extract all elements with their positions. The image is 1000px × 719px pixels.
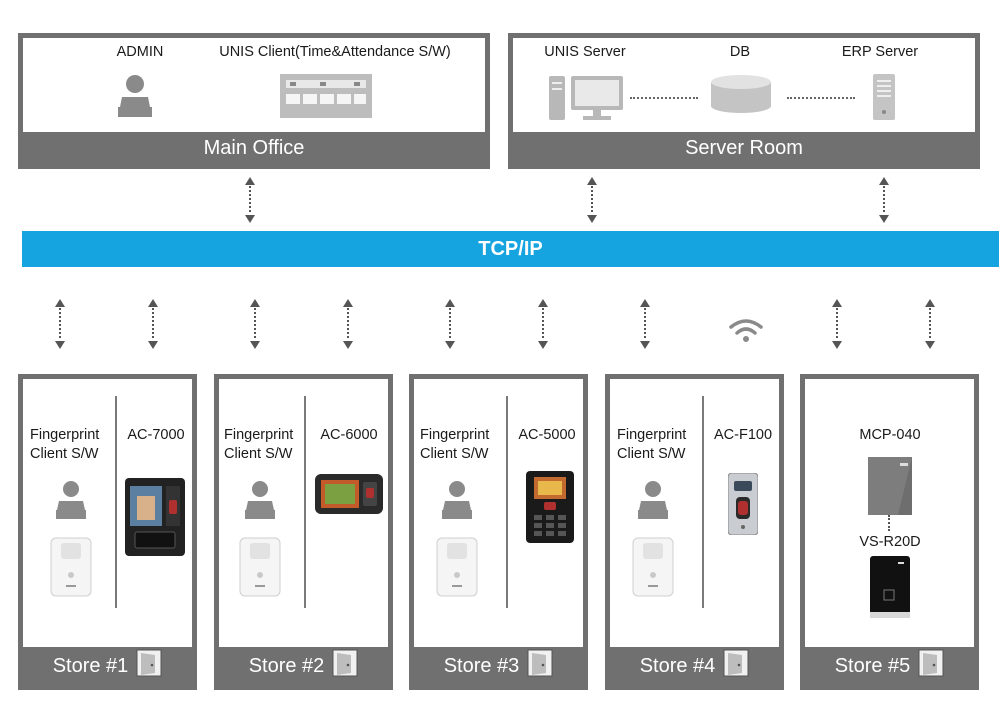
bidirectional-arrow-icon (444, 299, 456, 349)
main-office-title: Main Office (203, 136, 305, 159)
store-3-title: Store #3 (443, 654, 520, 677)
main-office-footer: Main Office (23, 132, 485, 164)
admin-label: ADMIN (116, 44, 164, 60)
bidirectional-arrow-icon (342, 299, 354, 349)
bidirectional-arrow-icon (54, 299, 66, 349)
door-icon (527, 649, 553, 683)
main-office-box: Main Office (18, 33, 490, 169)
person-icon (441, 480, 473, 525)
store-4-title: Store #4 (639, 654, 716, 677)
fingerprint-scanner-icon (632, 537, 674, 602)
store-3-footer: Store #3 (414, 647, 583, 685)
store-divider (702, 396, 704, 608)
fingerprint-client-label: Fingerprint (617, 427, 687, 443)
fingerprint-client-label: Client S/W (420, 446, 489, 462)
database-icon (710, 74, 772, 119)
fingerprint-scanner-icon (239, 537, 281, 602)
store-5-box: Store #5 (800, 374, 979, 690)
bidirectional-arrow-icon (924, 299, 936, 349)
fingerprint-client-label: Fingerprint (420, 427, 490, 443)
bidirectional-arrow-icon (639, 299, 651, 349)
device-label: AC-F100 (713, 427, 773, 443)
tcp-ip-bar: TCP/IP (22, 231, 999, 267)
store-1-title: Store #1 (52, 654, 129, 677)
fingerprint-client-label: Client S/W (617, 446, 686, 462)
dotted-connector (787, 97, 855, 99)
server-room-title: Server Room (685, 136, 803, 159)
bidirectional-arrow-icon (537, 299, 549, 349)
device-label: MCP-040 (859, 427, 921, 443)
fingerprint-client-label: Client S/W (224, 446, 293, 462)
wireless-icon (728, 318, 764, 349)
door-icon (918, 649, 944, 683)
dotted-connector (630, 97, 698, 99)
server-computer-icon (549, 76, 625, 127)
store-divider (115, 396, 117, 608)
access-terminal-icon (315, 474, 383, 519)
access-terminal-icon (125, 478, 185, 561)
fingerprint-client-label: Client S/W (30, 446, 99, 462)
device-label: AC-7000 (127, 427, 185, 443)
store-2-box: Store #2 (214, 374, 393, 690)
store-5-title: Store #5 (834, 654, 911, 677)
store-2-footer: Store #2 (219, 647, 388, 685)
software-window-icon (280, 74, 372, 123)
dotted-connector (888, 515, 890, 531)
unis-client-label: UNIS Client(Time&Attendance S/W) (219, 44, 451, 60)
card-reader-icon (870, 556, 910, 623)
person-icon (117, 73, 153, 124)
bidirectional-arrow-icon (249, 299, 261, 349)
fingerprint-client-label: Fingerprint (30, 427, 100, 443)
store-5-footer: Store #5 (805, 647, 974, 685)
device-label: AC-6000 (320, 427, 378, 443)
device-label: AC-5000 (518, 427, 576, 443)
fingerprint-scanner-icon (50, 537, 92, 602)
bidirectional-arrow-icon (244, 177, 256, 223)
bidirectional-arrow-icon (586, 177, 598, 223)
device-label: VS-R20D (859, 534, 921, 550)
access-terminal-icon (727, 472, 759, 540)
store-divider (506, 396, 508, 608)
door-icon (332, 649, 358, 683)
fingerprint-scanner-icon (436, 537, 478, 602)
server-room-footer: Server Room (513, 132, 975, 164)
unis-server-label: UNIS Server (544, 44, 626, 60)
store-2-title: Store #2 (248, 654, 325, 677)
bidirectional-arrow-icon (878, 177, 890, 223)
bidirectional-arrow-icon (147, 299, 159, 349)
erp-server-label: ERP Server (841, 44, 919, 60)
store-4-footer: Store #4 (610, 647, 779, 685)
store-1-footer: Store #1 (23, 647, 192, 685)
fingerprint-client-label: Fingerprint (224, 427, 294, 443)
door-icon (723, 649, 749, 683)
access-terminal-icon (526, 471, 574, 548)
erp-server-icon (873, 74, 895, 125)
db-label: DB (729, 44, 751, 60)
controller-panel-icon (868, 457, 912, 520)
person-icon (637, 480, 669, 525)
person-icon (55, 480, 87, 525)
tcp-ip-label: TCP/IP (478, 237, 543, 260)
store-divider (304, 396, 306, 608)
bidirectional-arrow-icon (831, 299, 843, 349)
door-icon (136, 649, 162, 683)
person-icon (244, 480, 276, 525)
